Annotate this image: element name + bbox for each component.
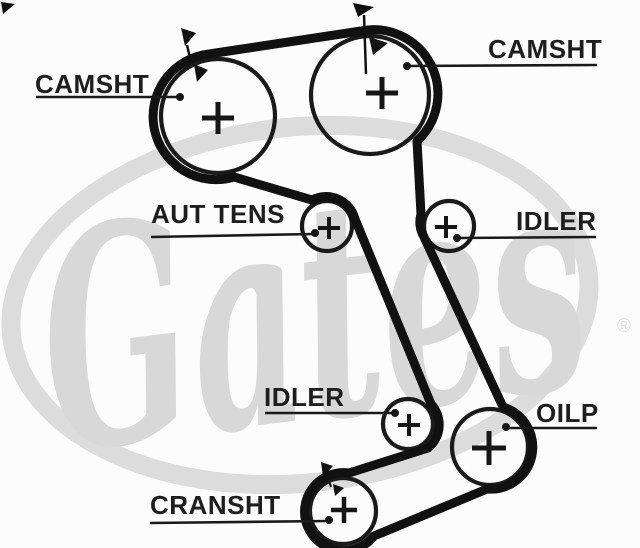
camshaft-left-pulley	[158, 56, 278, 176]
camshaft-left-label: CAMSHT	[35, 69, 150, 99]
timing-mark-arrows	[181, 3, 388, 496]
idler-upper-leader	[456, 235, 597, 240]
camshaft-right-leader-dot	[403, 62, 411, 70]
tensioner-plus-mark	[318, 217, 340, 239]
camshaft-right-leader	[406, 63, 598, 68]
corner-mark	[1, 2, 15, 14]
camshaft-left-mark-line	[185, 44, 193, 63]
crankshaft-outer-arrow-icon	[321, 462, 333, 477]
tensioner-leader-dot	[311, 229, 319, 237]
oil-pump-plus-mark	[472, 431, 506, 465]
idler-upper-plus-mark	[435, 216, 457, 238]
idler-lower-leader-dot	[391, 409, 399, 417]
camshaft-right-pulley	[308, 33, 432, 157]
camshaft-left-plus-mark	[202, 102, 234, 134]
crankshaft-label: CRANSHT	[150, 490, 281, 520]
crankshaft-inner-arrow-icon	[333, 484, 344, 496]
crankshaft-leader	[149, 519, 329, 525]
crankshaft-mark-line	[326, 474, 332, 488]
leader-dots	[176, 62, 510, 524]
idler-lower-plus-mark	[398, 414, 420, 436]
idler-upper-leader-dot	[453, 234, 461, 242]
gates-watermark: Gates ®	[1, 104, 631, 521]
idler-lower-label: IDLER	[264, 382, 345, 412]
camshaft-right-mark-line	[362, 14, 368, 75]
crankshaft-plus-mark	[331, 497, 357, 523]
oil-pump-label: OILP	[536, 398, 599, 428]
tensioner-label: AUT TENS	[151, 199, 285, 229]
pulley-center-marks	[202, 77, 506, 523]
camshaft-right-outer-arrow-icon	[353, 3, 374, 17]
camshaft-right-plus-mark	[366, 77, 398, 109]
idler-lower-pulley	[380, 396, 436, 452]
camshaft-right-label: CAMSHT	[488, 34, 603, 64]
camshaft-left-outer-arrow-icon	[181, 28, 196, 46]
timing-belt	[148, 25, 538, 548]
camshaft-left-leader-dot	[176, 93, 184, 101]
tensioner-leader	[150, 232, 315, 239]
crankshaft-pulley	[307, 475, 379, 547]
leader-lines	[36, 63, 598, 525]
idler-upper-label: IDLER	[516, 206, 597, 236]
tensioner-pulley	[299, 198, 355, 254]
crankshaft-leader-dot	[325, 516, 333, 524]
registered-trademark-icon: ®	[617, 316, 631, 337]
camshaft-right-inner-arrow-icon	[369, 37, 388, 55]
camshaft-left-inner-arrow-icon	[194, 64, 208, 82]
pulleys	[158, 33, 531, 547]
oil-pump-leader-dot	[502, 423, 510, 431]
gates-watermark-text: Gates	[22, 104, 606, 521]
